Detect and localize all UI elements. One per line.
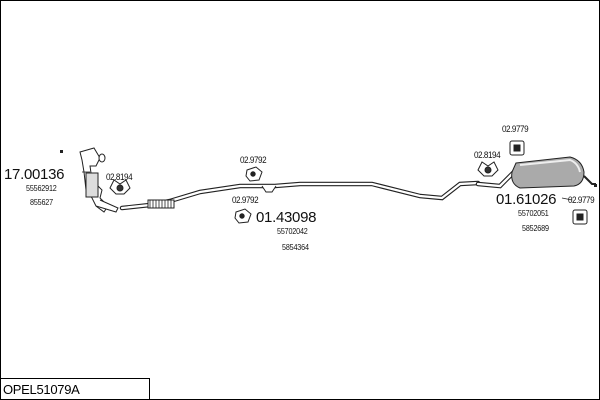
clamp-front-label: 02.8194 [106,172,133,182]
diagram-code: OPEL51079A [3,382,80,397]
center-pipe-oe-number-2: 5854364 [282,243,309,252]
center-pipe-part-number: 01.43098 [256,209,317,226]
hanger-mid-top-drawing [245,166,263,182]
marker-dot [594,184,597,187]
hanger-rear-top-label: 02.9779 [502,124,529,134]
center-pipe-drawing [119,180,481,211]
hanger-mid-bottom-drawing [234,208,252,224]
rear-silencer-drawing [475,156,596,189]
rear-silencer-part-number: 01.61026 [496,191,557,208]
rear-silencer-oe-number-2: 5852689 [522,224,549,233]
clamp-rear-label: 02.8194 [474,150,501,160]
rear-silencer-oe-number-1: 55702051 [518,209,549,218]
catalyst-part-number: 17.00136 [4,166,65,183]
marker-dot [60,150,63,153]
hanger-rear-right-label: 02.9779 [568,195,595,205]
catalyst-oe-number-2: 855627 [30,198,53,207]
catalyst-drawing [79,147,119,213]
center-pipe-oe-number-1: 55702042 [277,227,308,236]
hanger-mid-top-label: 02.9792 [240,155,267,165]
leader-lines [82,171,573,201]
diagram-code-box: OPEL51079A [0,378,150,399]
hanger-rear-top-drawing [509,140,525,156]
hanger-rear-right-drawing [572,209,588,225]
hanger-mid-bottom-label: 02.9792 [232,195,259,205]
catalyst-oe-number-1: 55562912 [26,184,57,193]
clamp-rear-drawing [477,161,499,177]
clamp-front-drawing [109,179,131,195]
